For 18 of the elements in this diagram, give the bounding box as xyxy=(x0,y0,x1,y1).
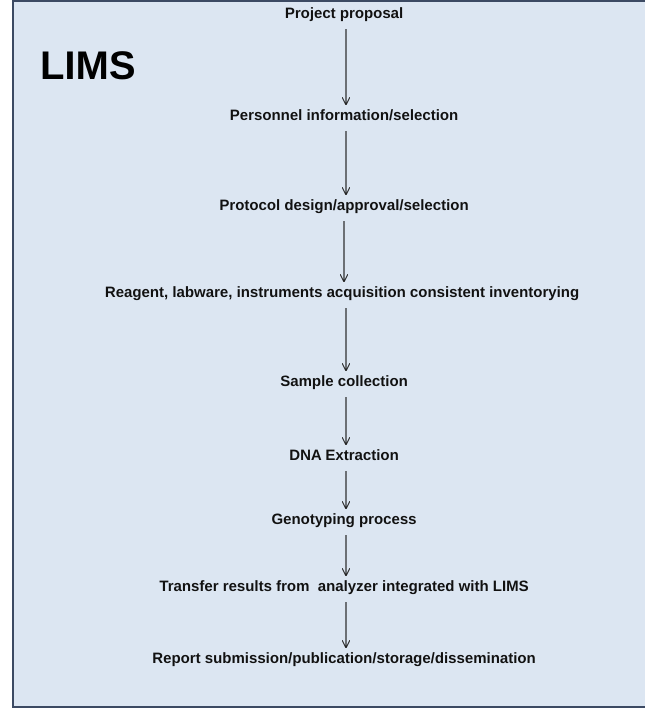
arrow xyxy=(341,535,351,577)
step-label: Protocol design/approval/selection xyxy=(219,197,469,215)
step-label: Report submission/publication/storage/dissemination xyxy=(152,650,536,668)
step-label: Transfer results from analyzer integrated with LIMS xyxy=(159,578,529,596)
step-label: Project proposal xyxy=(284,5,404,23)
arrow xyxy=(341,397,351,446)
step-label: Personnel information/selection xyxy=(230,107,458,125)
arrow xyxy=(341,29,351,106)
step-label: Genotyping process xyxy=(271,511,417,529)
step-label: Sample collection xyxy=(280,373,408,391)
step-label: Reagent, labware, instruments acquisition consistent inventorying xyxy=(104,284,580,302)
arrow xyxy=(341,308,351,372)
step-label: DNA Extraction xyxy=(289,447,399,465)
arrow xyxy=(339,221,349,283)
arrow xyxy=(341,131,351,196)
arrow xyxy=(341,602,351,649)
diagram-title: LIMS xyxy=(40,44,136,89)
arrow xyxy=(341,471,351,510)
